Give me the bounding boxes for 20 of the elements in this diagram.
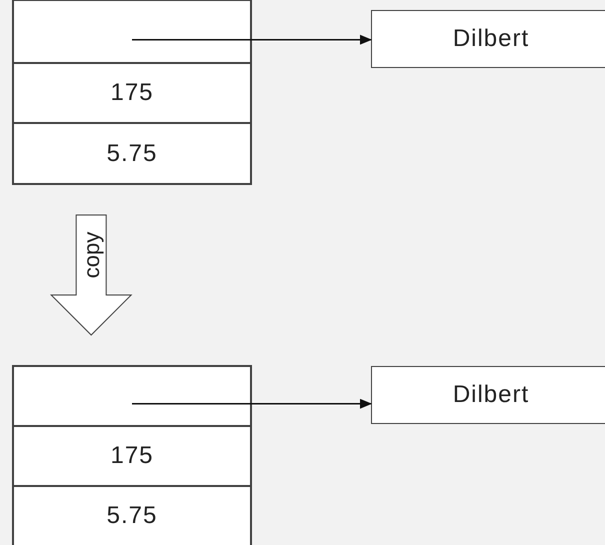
pointer-arrow bbox=[132, 34, 372, 45]
field-cell bbox=[13, 426, 251, 486]
field-cell bbox=[13, 123, 251, 184]
field-cell bbox=[13, 63, 251, 123]
string-box bbox=[371, 366, 605, 424]
block-arrow bbox=[50, 214, 132, 336]
string-box bbox=[371, 10, 605, 68]
empty-field bbox=[13, 366, 251, 426]
empty-field bbox=[13, 0, 251, 63]
value-text: 175 bbox=[110, 442, 154, 470]
edge-label: copy bbox=[79, 232, 106, 278]
pointer-arrow bbox=[132, 398, 372, 409]
value-text: 175 bbox=[110, 79, 154, 107]
value-text: 5.75 bbox=[106, 140, 158, 168]
field-cell bbox=[13, 486, 251, 545]
value-text: Dilbert bbox=[452, 25, 530, 53]
record-box bbox=[12, 365, 252, 545]
value-text: 5.75 bbox=[106, 502, 158, 530]
value-text: Dilbert bbox=[452, 381, 530, 409]
record-box bbox=[12, 0, 252, 185]
